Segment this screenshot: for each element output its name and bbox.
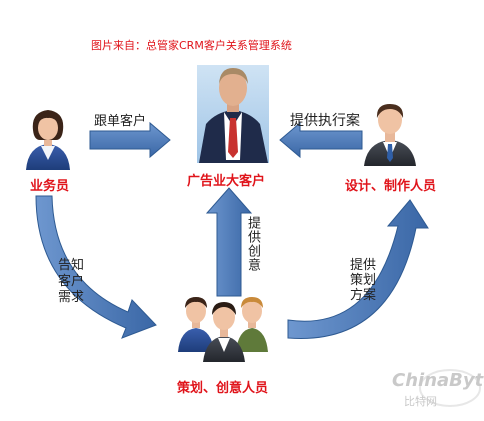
edge-label-sales-to-client: 跟单客户 bbox=[94, 114, 147, 129]
watermark-logo-icon bbox=[419, 369, 481, 407]
planning-group-icon bbox=[178, 297, 268, 362]
client-portrait bbox=[197, 65, 269, 163]
watermark-sub: 比特网 bbox=[404, 395, 437, 408]
edge-label-design-to-client: 提供执行案 bbox=[290, 113, 360, 129]
node-label-design: 设计、制作人员 bbox=[345, 179, 437, 194]
edge-label-sales-to-planning: 告知 客户 需求 bbox=[58, 258, 85, 305]
edge-label-planning-to-design: 提供 策划 方案 bbox=[350, 258, 377, 303]
arrow-sales-to-client bbox=[89, 121, 171, 159]
image-credit: 图片来自：总管家CRM客户关系管理系统 bbox=[91, 39, 292, 52]
arrow-planning-to-design bbox=[287, 199, 429, 340]
arrow-planning-to-client bbox=[205, 187, 253, 297]
node-label-sales: 业务员 bbox=[30, 179, 70, 194]
node-label-planning: 策划、创意人员 bbox=[177, 381, 269, 396]
design-person-icon bbox=[364, 104, 416, 166]
arrow-sales-to-planning bbox=[35, 195, 157, 339]
arrow-design-to-client bbox=[279, 121, 363, 159]
node-label-client: 广告业大客户 bbox=[187, 174, 266, 189]
watermark-brand: ChinaByte bbox=[392, 370, 484, 391]
sales-person-icon bbox=[26, 110, 70, 170]
edge-label-planning-to-client: 提供创意 bbox=[245, 216, 260, 272]
